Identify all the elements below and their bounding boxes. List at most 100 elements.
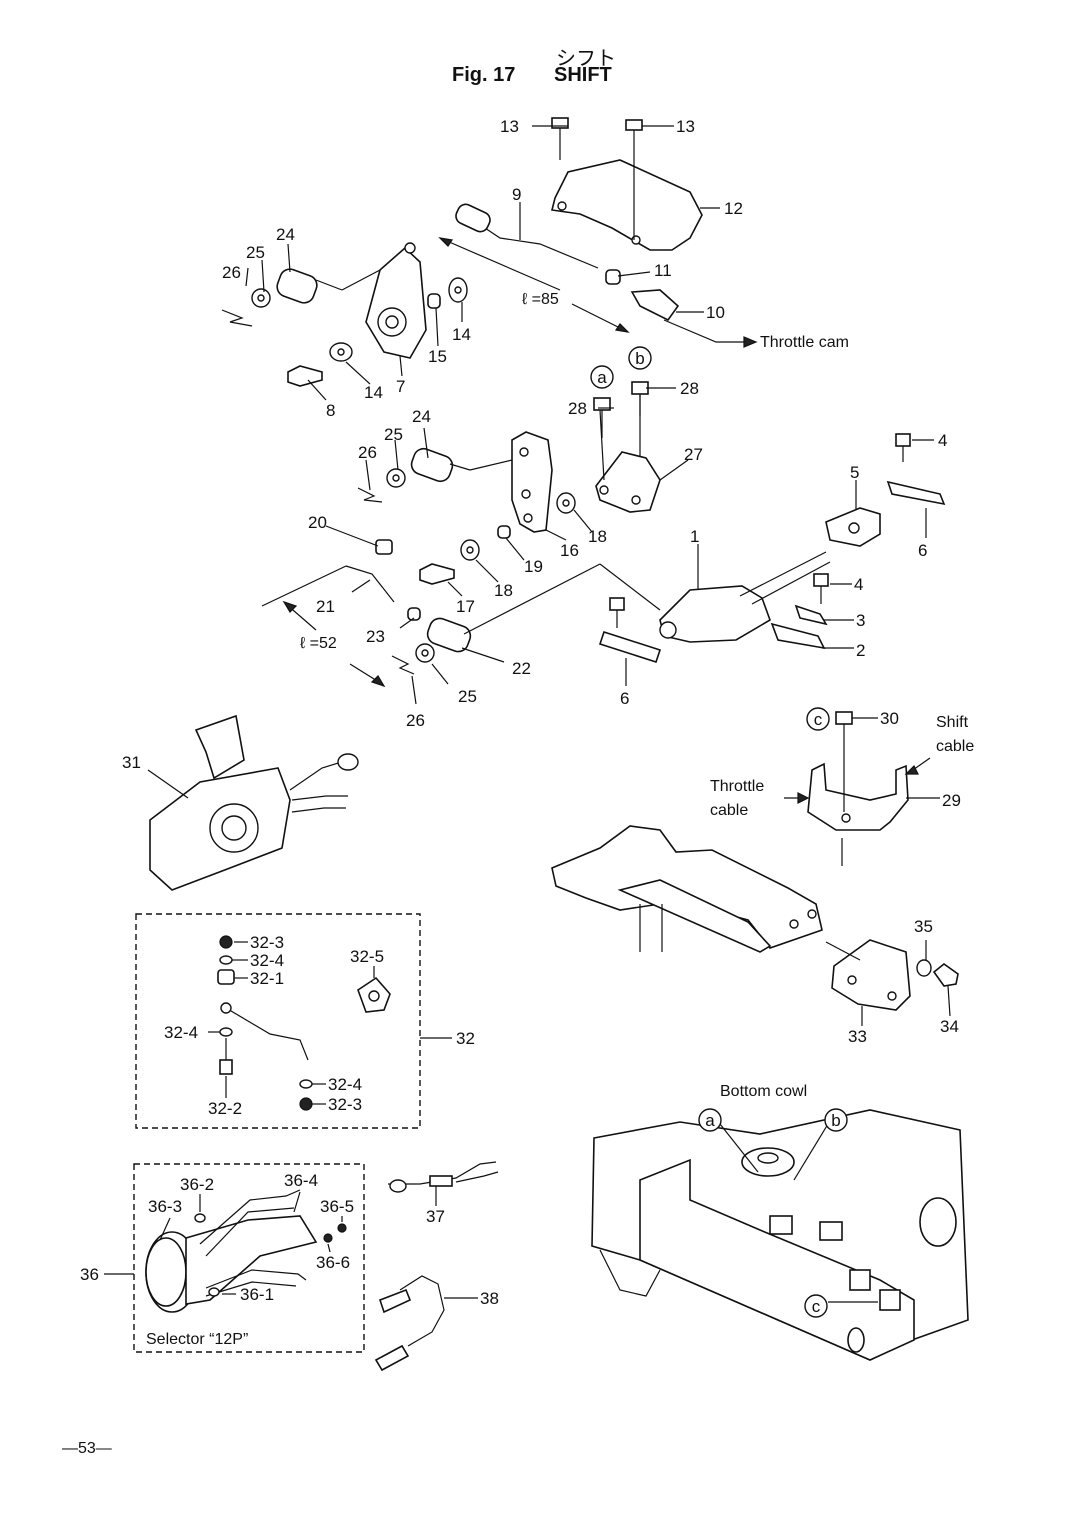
callout-21: 21: [316, 597, 335, 616]
shift-cable-note-line1: Shift: [936, 714, 969, 731]
bottom-cowl-note: Bottom cowl: [720, 1083, 807, 1100]
marker-b-top: [628, 346, 652, 370]
callout-25: 25: [384, 425, 403, 444]
callout-2: 2: [856, 641, 865, 660]
marker-a-top: [590, 365, 614, 389]
length-85-note: ℓ =85: [522, 291, 559, 308]
selector-note: Selector “12P”: [146, 1331, 248, 1348]
callout-28: 28: [568, 399, 587, 418]
marker-a-top-label: a: [597, 368, 607, 387]
page-number: —53—: [62, 1440, 112, 1457]
callout-36-4: 36-4: [284, 1171, 318, 1190]
callout-6: 6: [620, 689, 629, 708]
callout-36-3: 36-3: [148, 1197, 182, 1216]
callout-14: 14: [452, 325, 471, 344]
length-52-note: ℓ =52: [300, 635, 337, 652]
callout-32-4: 32-4: [250, 951, 284, 970]
callout-27: 27: [684, 445, 703, 464]
callout-18: 18: [494, 581, 513, 600]
callout-32-1: 32-1: [250, 969, 284, 988]
callout-9: 9: [512, 185, 521, 204]
neutral-switch-kit: [135, 913, 452, 1129]
throttle-cam-note: Throttle cam: [760, 334, 849, 351]
callout-24: 24: [276, 225, 295, 244]
remote-control-box: [147, 714, 359, 891]
callout-12: 12: [724, 199, 743, 218]
callout-13: 13: [500, 117, 519, 136]
marker-a-cowl-label: a: [705, 1111, 715, 1130]
bottom-cowl: [591, 1109, 969, 1361]
callout-28: 28: [680, 379, 699, 398]
callout-13: 13: [676, 117, 695, 136]
callout-4: 4: [938, 431, 947, 450]
callout-32-3: 32-3: [328, 1095, 362, 1114]
callout-32-4: 32-4: [328, 1075, 362, 1094]
marker-c-cowl: [804, 1294, 828, 1318]
callout-36-1: 36-1: [240, 1285, 274, 1304]
callout-20: 20: [308, 513, 327, 532]
callout-35: 35: [914, 917, 933, 936]
callout-26: 26: [358, 443, 377, 462]
figure-title: SHIFT: [554, 64, 612, 86]
callout-36-6: 36-6: [316, 1253, 350, 1272]
callout-6: 6: [918, 541, 927, 560]
callout-14: 14: [364, 383, 383, 402]
callout-26: 26: [406, 711, 425, 730]
callout-5: 5: [850, 463, 859, 482]
figure-number: Fig. 17: [452, 64, 516, 86]
shift-cable-note-line2: cable: [936, 738, 974, 755]
callout-32: 32: [456, 1029, 475, 1048]
callout-38: 38: [480, 1289, 499, 1308]
callout-16: 16: [560, 541, 579, 560]
callout-25: 25: [246, 243, 265, 262]
callout-36-2: 36-2: [180, 1175, 214, 1194]
callout-25: 25: [458, 687, 477, 706]
marker-c-top-label: c: [814, 710, 823, 729]
cable-bracket-and-frame: [551, 711, 959, 1026]
callout-36-5: 36-5: [320, 1197, 354, 1216]
diagram-notes: ℓ =85 Throttle cam ℓ =52 Shift cable Thr…: [146, 291, 974, 1348]
callout-10: 10: [706, 303, 725, 322]
wire-harnesses: [374, 1161, 499, 1372]
middle-assembly: [261, 381, 946, 705]
callout-11: 11: [654, 261, 672, 280]
callout-17: 17: [456, 597, 475, 616]
callout-34: 34: [940, 1017, 959, 1036]
callout-1: 1: [690, 527, 699, 546]
marker-c-cowl-label: c: [812, 1297, 821, 1316]
callout-23: 23: [366, 627, 385, 646]
callout-36: 36: [80, 1265, 99, 1284]
japanese-title: シフト: [556, 48, 616, 70]
callout-32-2: 32-2: [208, 1099, 242, 1118]
callout-22: 22: [512, 659, 531, 678]
marker-c-top: [806, 707, 830, 731]
callout-31: 31: [122, 753, 141, 772]
callout-29: 29: [942, 791, 961, 810]
top-assembly: [221, 117, 758, 401]
callout-37: 37: [426, 1207, 445, 1226]
callout-32-5: 32-5: [350, 947, 384, 966]
callout-7: 7: [396, 377, 405, 396]
callout-15: 15: [428, 347, 447, 366]
callout-24: 24: [412, 407, 431, 426]
throttle-cable-note-line1: Throttle: [710, 778, 764, 795]
callout-32-4: 32-4: [164, 1023, 198, 1042]
tachometer-kit: [104, 1163, 365, 1353]
callout-18: 18: [588, 527, 607, 546]
marker-a-cowl: [698, 1108, 722, 1132]
callout-33: 33: [848, 1027, 867, 1046]
reference-markers: a b c a b c: [590, 346, 848, 1318]
marker-b-cowl: [824, 1108, 848, 1132]
marker-b-top-label: b: [635, 349, 644, 368]
callout-26: 26: [222, 263, 241, 282]
callout-30: 30: [880, 709, 899, 728]
callout-32-3: 32-3: [250, 933, 284, 952]
part-callouts: 13 13 12 9 11 10 24 25 26 14 15 14 7 8 2…: [80, 117, 961, 1308]
callout-3: 3: [856, 611, 865, 630]
marker-b-cowl-label: b: [831, 1111, 840, 1130]
callout-8: 8: [326, 401, 335, 420]
callout-19: 19: [524, 557, 543, 576]
throttle-cable-note-line2: cable: [710, 802, 748, 819]
callout-4: 4: [854, 575, 863, 594]
